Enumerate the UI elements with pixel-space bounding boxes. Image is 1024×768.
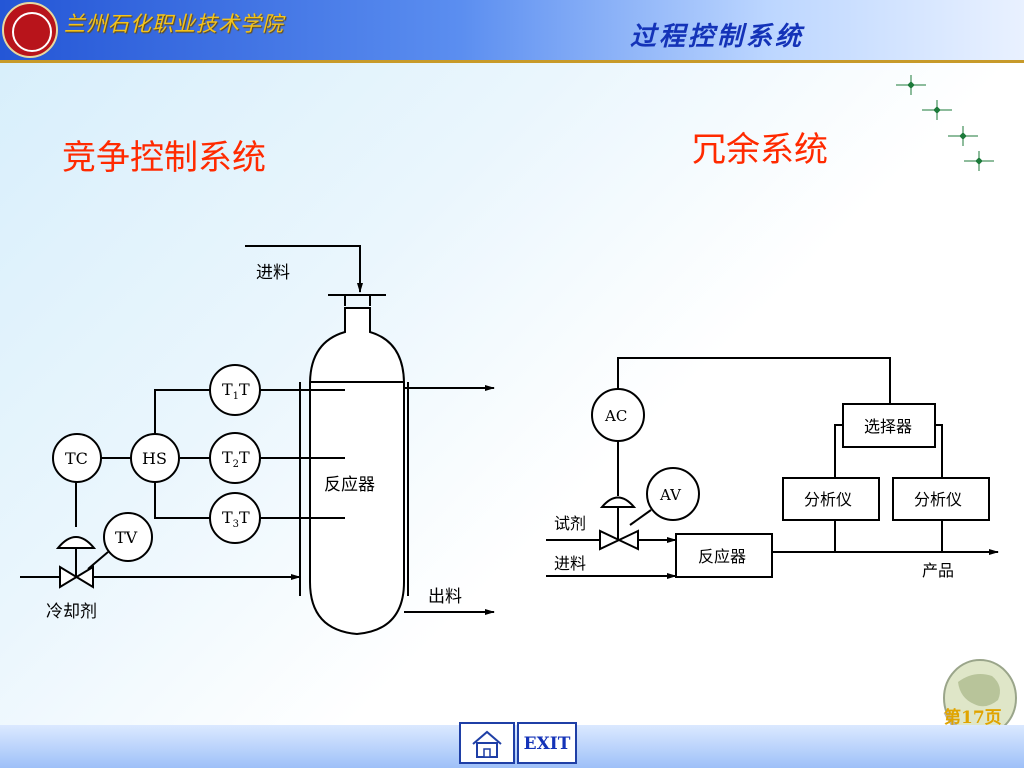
t3-sub: 3 <box>233 519 239 530</box>
competitive-control-title: 竞争控制系统 <box>62 138 266 178</box>
t1-end: T <box>239 380 250 399</box>
redundant-system-diagram <box>546 357 999 579</box>
header-bar: 兰州石化职业技术学院 过程控制系统 <box>0 0 1024 63</box>
selector-label: 选择器 <box>864 417 912 436</box>
page-number: 第17页 <box>944 708 1002 728</box>
hs-instrument <box>130 433 180 483</box>
school-name: 兰州石化职业技术学院 <box>64 12 284 36</box>
school-logo <box>2 2 58 58</box>
analyzer-1-label: 分析仪 <box>804 490 852 509</box>
tv-instrument <box>103 512 153 562</box>
t2-sub: 2 <box>233 459 239 470</box>
reactor-box <box>675 533 773 578</box>
course-title: 过程控制系统 <box>630 22 805 52</box>
ac-label: AC <box>604 407 627 425</box>
reagent-valve <box>599 529 639 551</box>
reactor-label-right: 反应器 <box>698 547 746 566</box>
coolant-label: 冷却剂 <box>46 602 97 622</box>
analyzer-2-label: 分析仪 <box>914 490 962 509</box>
redundant-system-title: 冗余系统 <box>692 130 828 170</box>
tc-label: TC <box>65 449 88 468</box>
t1-sub: 1 <box>233 391 239 402</box>
star-icon <box>922 100 952 120</box>
t1t-instrument <box>209 364 261 416</box>
redundant-system-labels: AC AV 选择器 分析仪 分析仪 反应器 试剂 进料 产品 <box>554 407 962 580</box>
t2t-label: T2T <box>222 448 250 470</box>
star-icon <box>948 126 978 146</box>
t2-end: T <box>239 448 250 467</box>
reagent-label: 试剂 <box>554 514 586 533</box>
t2-main: T <box>222 448 233 467</box>
t1t-label: T1T <box>222 380 250 402</box>
competitive-control-labels: 进料 反应器 出料 冷却剂 TC HS TV T1T T2T T3T <box>46 263 462 622</box>
t3-end: T <box>239 508 250 527</box>
hs-label: HS <box>142 449 167 468</box>
analyzer-box-2 <box>892 477 990 521</box>
decorative-stars <box>896 75 994 171</box>
outlet-label: 出料 <box>428 587 462 607</box>
av-instrument <box>646 467 700 521</box>
feed-line <box>245 245 363 293</box>
star-icon <box>964 151 994 171</box>
feed-label-right: 进料 <box>554 554 586 573</box>
home-button[interactable] <box>459 722 515 764</box>
t1-main: T <box>222 380 233 399</box>
t3t-instrument <box>209 492 261 544</box>
feed-label: 进料 <box>256 263 290 283</box>
competitive-control-diagram <box>20 245 495 636</box>
t3-main: T <box>222 508 233 527</box>
reactor-label: 反应器 <box>324 475 375 495</box>
tc-instrument <box>52 433 102 483</box>
home-icon <box>472 730 502 758</box>
analyzer-box-1 <box>782 477 880 521</box>
product-label: 产品 <box>922 561 954 580</box>
tv-label: TV <box>115 528 138 547</box>
reactor-vessel <box>309 307 405 636</box>
t2t-instrument <box>209 432 261 484</box>
t3t-label: T3T <box>222 508 250 530</box>
exit-button[interactable]: EXIT <box>517 722 577 764</box>
selector-box <box>842 403 936 448</box>
av-label: AV <box>659 486 682 504</box>
star-icon <box>896 75 926 95</box>
ac-instrument <box>591 388 645 442</box>
